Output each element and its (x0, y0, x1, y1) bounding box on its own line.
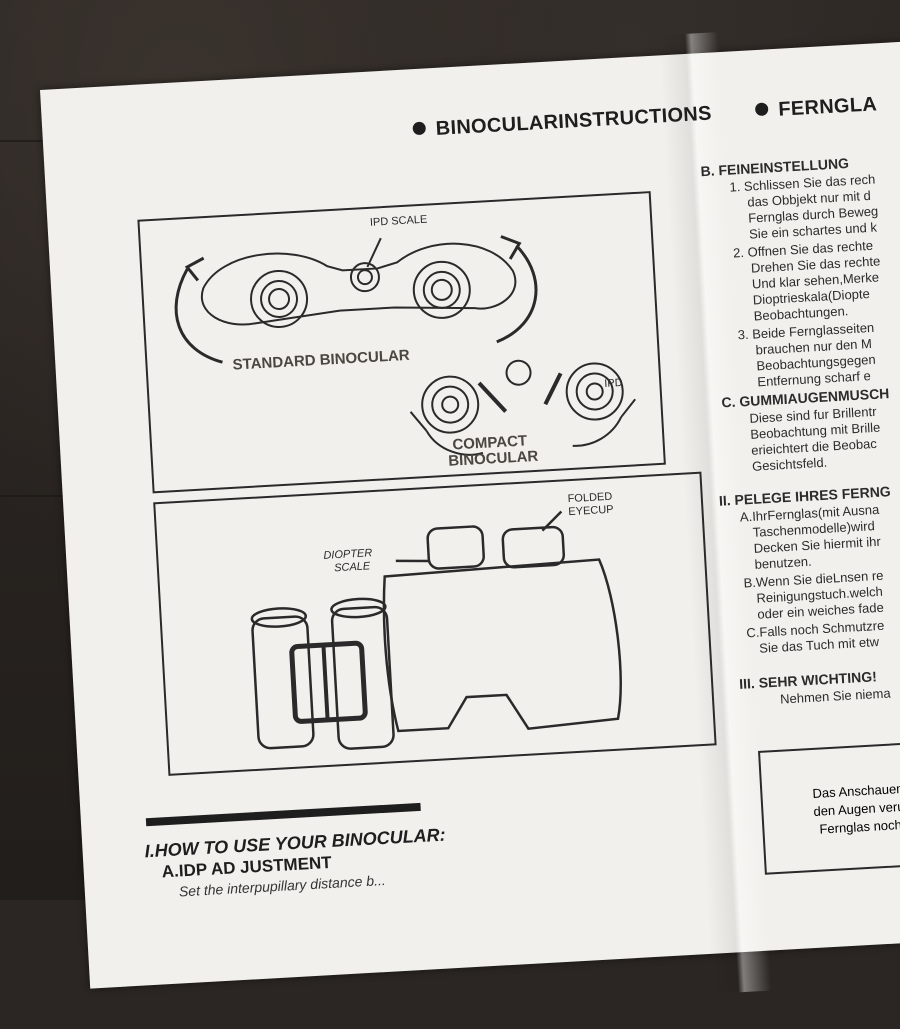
ipd-diagram-box: IPD SCALE STANDARD BINOCULAR IPD COMPACT… (137, 191, 666, 494)
bullet-icon (412, 121, 427, 136)
german-column: B. FEINEINSTELLUNG 1. Schlissen Sie das … (700, 149, 900, 707)
warning-line: Fernglas noch (819, 817, 900, 837)
binocular-ipd-illustration (174, 235, 636, 456)
diopter-diagram-box: DIOPTER SCALE FOLDED EYECUP (153, 471, 717, 776)
title-german: FERNGLA (777, 93, 878, 121)
section-rule (145, 802, 421, 827)
folded-label-line2: EYECUP (568, 503, 614, 519)
instruction-sheet: BINOCULARINSTRUCTIONS FERNGLA (40, 32, 900, 994)
warning-line: Das Anschauen (812, 780, 900, 801)
warning-line: den Augen veru (813, 798, 900, 819)
binocular-eyecup-illustration (250, 510, 622, 750)
ipd-label: IPD (603, 376, 623, 390)
section-c-line: Gesichtsfeld. (751, 454, 828, 474)
folded-label-line1: FOLDED (567, 490, 613, 506)
diopter-label-line2: SCALE (333, 560, 371, 575)
section-ii-line: benutzen. (754, 553, 813, 572)
sheet-header: BINOCULARINSTRUCTIONS FERNGLA (412, 93, 878, 142)
bullet-icon (755, 102, 769, 117)
warning-box: Das Anschauen den Augen veru Fernglas no… (758, 736, 900, 875)
